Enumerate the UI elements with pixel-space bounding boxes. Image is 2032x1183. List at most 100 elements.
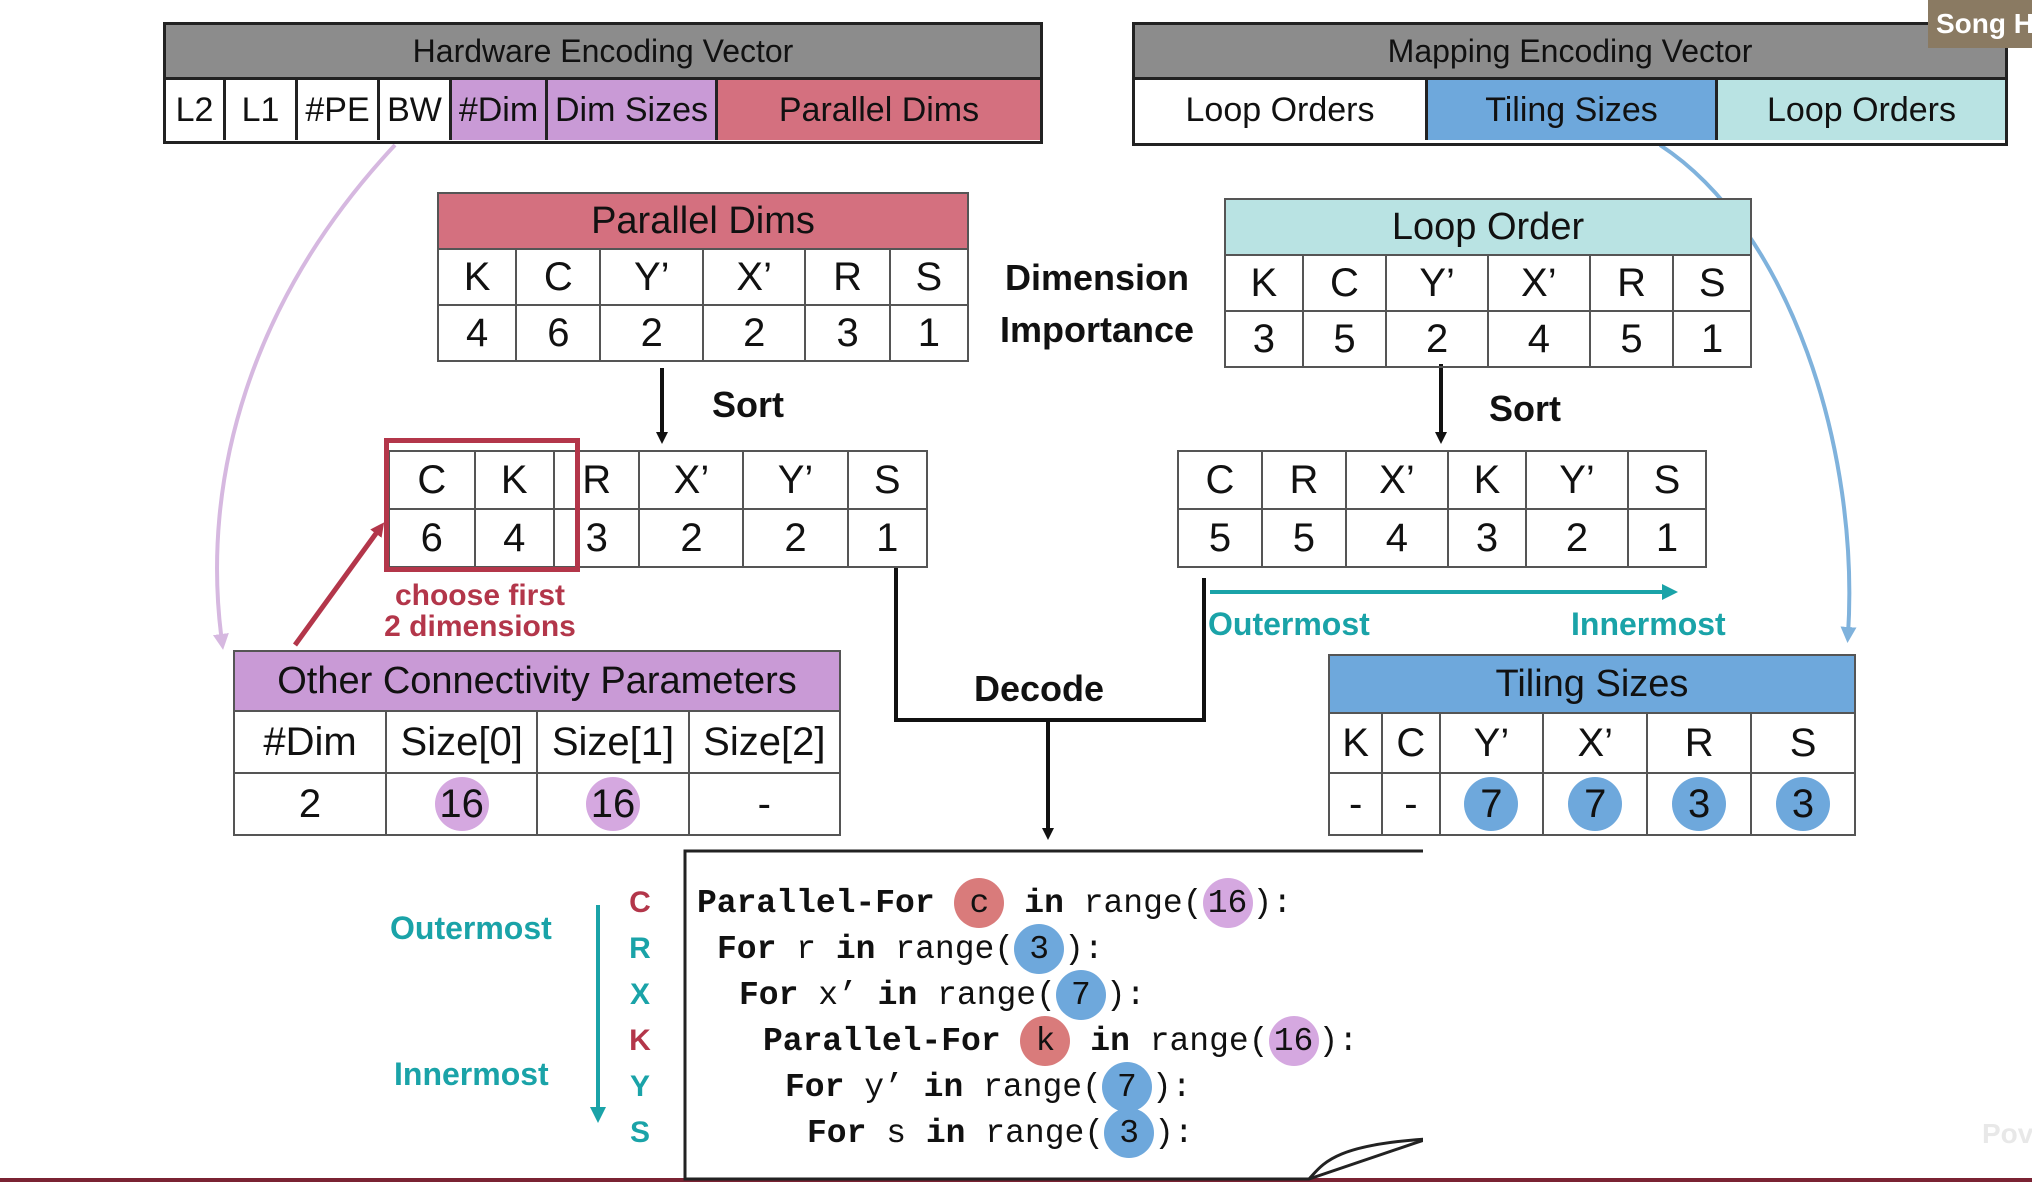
connectivity-value-cell: -: [687, 772, 842, 836]
code-keyword: For: [785, 1068, 845, 1106]
sorted-loop-value-cell: 5: [1177, 508, 1263, 568]
dimension-importance-line1: Dimension: [1004, 257, 1190, 298]
order-outermost-label: Outermost: [1208, 606, 1370, 642]
tiling-vector-to-table-arrow: [1658, 143, 1857, 643]
loop-order-dim-cell: C: [1301, 254, 1388, 312]
dimension-importance-label: Dimension Importance: [982, 252, 1212, 356]
tiling-value-cell: -: [1381, 772, 1441, 836]
code-range: range(: [1149, 1022, 1269, 1060]
loop-order-dim-cell: S: [1672, 254, 1752, 312]
hw-cell-pe: #PE: [298, 80, 380, 140]
code-in-keyword: in: [877, 976, 918, 1014]
tiling-dim-cell: K: [1327, 712, 1384, 774]
parallel-dim-cell: X’: [701, 248, 807, 306]
tiling-dim-cell: S: [1750, 712, 1856, 774]
axis-letter-k: K: [629, 1024, 651, 1057]
code-range: range(: [937, 976, 1056, 1014]
code-range: range(: [1083, 884, 1203, 922]
hw-cell-dim-sizes: Dim Sizes: [548, 80, 718, 140]
code-keyword: Parallel-For: [763, 1022, 1001, 1060]
speaker-name-overlay: Song H: [1928, 0, 2032, 48]
code-box-outline: [683, 849, 1423, 1181]
tiling-value-cell: 3: [1750, 772, 1856, 836]
sorted-parallel-value-cell: 4: [473, 508, 555, 568]
sorted-loop-value-cell: 3: [1446, 508, 1527, 568]
tiling-dim-cell: Y’: [1438, 712, 1545, 774]
loop-order-value-cell: 5: [1301, 310, 1388, 368]
code-num-dot: 7: [1101, 1062, 1152, 1112]
tiling-dim-cell: X’: [1542, 712, 1649, 774]
tiling-title: Tiling Sizes: [1328, 654, 1856, 712]
code-box-page-curl: [1307, 1137, 1423, 1181]
loop-order-value-cell: 5: [1588, 310, 1675, 368]
sorted-loop-value-cell: 4: [1344, 508, 1449, 568]
sorted-parallel-value-row: 6 4 3 2 2 1: [388, 508, 929, 568]
sorted-loop-dim-cell: Y’: [1524, 450, 1630, 510]
sorted-parallel-dim-cell: C: [388, 450, 476, 510]
loop-order-value-cell: 3: [1224, 310, 1304, 368]
tiling-value-cell: -: [1327, 772, 1384, 836]
tiling-dim-cell: C: [1381, 712, 1441, 774]
mapping-encoding-vector: Mapping Encoding Vector Loop Orders Tili…: [1132, 22, 2008, 146]
code-var: y’: [864, 1068, 904, 1106]
sorted-loop-value-cell: 2: [1524, 508, 1630, 568]
tiling-value-cell: 7: [1438, 772, 1545, 836]
sorted-parallel-value-cell: 3: [552, 508, 641, 568]
parallel-dim-cell: S: [888, 248, 970, 306]
loop-axis-outermost-label: Outermost: [390, 910, 552, 946]
code-num-dot: 7: [1055, 970, 1106, 1020]
parallel-value-cell: 3: [804, 304, 891, 362]
loop-order-table: K C Y’ X’ R S 3 5 2 4 5 1: [1224, 254, 1752, 368]
tile-y-dot: 7: [1464, 777, 1519, 831]
mapping-vector-cells: Loop Orders Tiling Sizes Loop Orders: [1135, 80, 2005, 140]
parallel-dims-table: K C Y’ X’ R S 4 6 2 2 3 1: [436, 248, 970, 362]
sorted-loop-dim-cell: S: [1627, 450, 1707, 510]
watermark: Pov: [1982, 1118, 2032, 1149]
connectivity-value-cell: 16: [536, 772, 690, 836]
hw-cell-parallel-dims: Parallel Dims: [718, 80, 1040, 140]
parallel-dim-cell: Y’: [599, 248, 704, 306]
hw-cell-l2: L2: [166, 80, 226, 140]
sorted-parallel-value-cell: 2: [638, 508, 745, 568]
hardware-vector-cells: L2 L1 #PE BW #Dim Dim Sizes Parallel Dim…: [166, 80, 1040, 140]
parallel-value-cell: 4: [436, 304, 518, 362]
connectivity-title: Other Connectivity Parameters: [233, 650, 841, 710]
map-cell-tiling-sizes: Tiling Sizes: [1428, 80, 1718, 140]
loop-axis-innermost-label: Innermost: [394, 1056, 549, 1092]
axis-letter-s: S: [629, 1116, 650, 1149]
tiling-header-row: K C Y’ X’ R S: [1327, 712, 1856, 774]
parallel-dim-cell: K: [436, 248, 518, 306]
sorted-parallel-value-cell: 6: [388, 508, 476, 568]
code-keyword: Parallel-For: [697, 884, 935, 922]
hardware-encoding-vector: Hardware Encoding Vector L2 L1 #PE BW #D…: [163, 22, 1043, 144]
code-range: range(: [985, 1114, 1105, 1152]
code-in-keyword: in: [925, 1114, 966, 1152]
loop-order-dim-cell: X’: [1486, 254, 1591, 312]
loop-order-dim-cell: K: [1224, 254, 1304, 312]
sorted-loop-header-row: C R X’ K Y’ S: [1177, 450, 1707, 510]
code-end: ):: [1154, 1114, 1194, 1152]
sorted-loop-value-row: 5 5 4 3 2 1: [1177, 508, 1707, 568]
sorted-loop-value-cell: 1: [1627, 508, 1707, 568]
tiling-table: K C Y’ X’ R S - - 7 7 3 3: [1327, 712, 1856, 836]
mapping-vector-title: Mapping Encoding Vector: [1135, 25, 2005, 80]
tiling-value-cell: 7: [1542, 772, 1649, 836]
connectivity-table: #Dim Size[0] Size[1] Size[2] 2 16 16 -: [233, 710, 842, 836]
sorted-loop-table: C R X’ K Y’ S 5 5 4 3 2 1: [1177, 450, 1707, 568]
loop-order-dim-cell: R: [1588, 254, 1675, 312]
code-num-dot: 3: [1014, 924, 1065, 974]
axis-letter-c: C: [629, 886, 651, 919]
choose-note: choose first 2 dimensions: [360, 580, 600, 642]
hardware-vector-title: Hardware Encoding Vector: [166, 25, 1040, 80]
code-range: range(: [983, 1068, 1102, 1106]
code-num-dot: 3: [1104, 1108, 1155, 1158]
code-end: ):: [1105, 976, 1146, 1014]
loop-order-dim-cell: Y’: [1385, 254, 1489, 312]
code-end: ):: [1318, 1022, 1359, 1060]
order-innermost-label: Innermost: [1571, 606, 1726, 642]
loop-sort-label: Sort: [1489, 388, 1561, 429]
sorted-parallel-dim-cell: R: [552, 450, 641, 510]
map-cell-loop-orders-2: Loop Orders: [1718, 80, 2005, 140]
hw-cell-dim: #Dim: [452, 80, 548, 140]
code-line-5: For y’ in range(7):: [785, 1061, 1192, 1113]
